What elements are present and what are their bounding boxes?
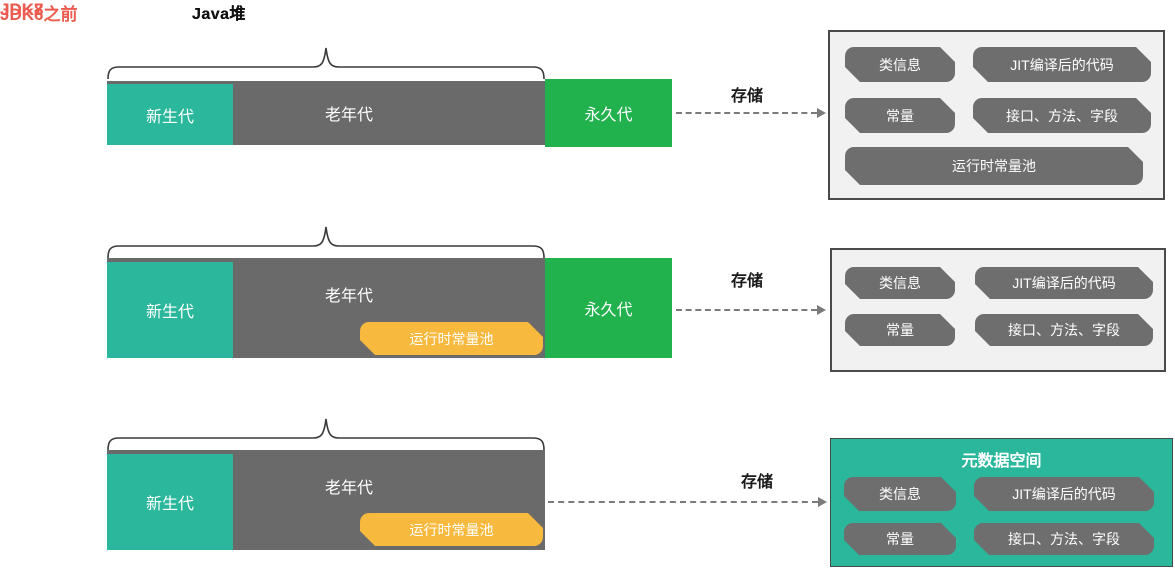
chip-jit-code: JIT编译后的代码 bbox=[973, 47, 1151, 82]
java-heap-title: Java堆 bbox=[191, 6, 247, 23]
heap-brace-icon bbox=[107, 418, 545, 450]
young-gen-label: 新生代 bbox=[145, 304, 194, 321]
chip-interfaces-methods-fields: 接口、方法、字段 bbox=[973, 98, 1151, 133]
store-arrow-head-icon bbox=[817, 108, 826, 118]
old-gen-segment: 新生代 老年代 运行时常量池 bbox=[107, 258, 545, 358]
jdk8-version-label: JDK8 bbox=[0, 0, 44, 19]
young-gen-label: 新生代 bbox=[145, 496, 194, 513]
heap-brace-icon bbox=[107, 47, 545, 79]
perm-gen-segment: 永久代 bbox=[545, 258, 672, 358]
old-gen-segment: 新生代 老年代 bbox=[107, 81, 545, 145]
chip-class-info: 类信息 bbox=[844, 477, 956, 511]
old-gen-label: 老年代 bbox=[324, 107, 373, 124]
perm-gen-label: 永久代 bbox=[584, 107, 633, 124]
chip-interfaces-methods-fields: 接口、方法、字段 bbox=[974, 523, 1154, 555]
chip-constants: 常量 bbox=[845, 98, 955, 133]
young-gen-segment: 新生代 bbox=[107, 262, 233, 358]
jdk6-version-label: JDK6之前 bbox=[0, 5, 78, 24]
runtime-constant-pool-in-heap: 运行时常量池 bbox=[360, 513, 543, 546]
store-arrow-line bbox=[676, 112, 817, 114]
old-gen-label: 老年代 bbox=[324, 480, 373, 497]
chip-interfaces-methods-fields: 接口、方法、字段 bbox=[975, 314, 1153, 346]
metaspace-panel: 元数据空间 类信息 JIT编译后的代码 常量 接口、方法、字段 bbox=[830, 438, 1173, 567]
store-arrow-line bbox=[676, 309, 817, 311]
store-arrow-head-icon bbox=[818, 497, 827, 507]
store-arrow-head-icon bbox=[817, 305, 826, 315]
young-gen-segment: 新生代 bbox=[107, 454, 233, 550]
young-gen-segment: 新生代 bbox=[107, 84, 233, 145]
perm-gen-label: 永久代 bbox=[584, 302, 633, 319]
store-arrow-label: 存储 bbox=[730, 88, 763, 105]
old-gen-label: 老年代 bbox=[324, 288, 373, 305]
java-heap-title: Java堆 bbox=[191, 6, 247, 23]
store-arrow-line bbox=[548, 501, 818, 503]
java-heap-title: Java堆 bbox=[191, 6, 247, 23]
chip-jit-code: JIT编译后的代码 bbox=[975, 267, 1153, 299]
jdk7-version-label: JDK7 bbox=[0, 0, 44, 19]
chip-constants: 常量 bbox=[845, 314, 955, 346]
metaspace-title: 元数据空间 bbox=[961, 453, 1042, 470]
chip-jit-code: JIT编译后的代码 bbox=[974, 477, 1154, 511]
young-gen-label: 新生代 bbox=[145, 108, 194, 126]
heap-brace-icon bbox=[107, 226, 545, 258]
chip-class-info: 类信息 bbox=[845, 47, 955, 82]
method-area-panel-jdk7: 类信息 JIT编译后的代码 常量 接口、方法、字段 bbox=[830, 248, 1166, 372]
chip-class-info: 类信息 bbox=[845, 267, 955, 299]
method-area-panel-jdk6: 类信息 JIT编译后的代码 常量 接口、方法、字段 运行时常量池 bbox=[828, 30, 1165, 200]
old-gen-segment: 新生代 老年代 运行时常量池 bbox=[107, 450, 545, 550]
chip-runtime-constant-pool: 运行时常量池 bbox=[845, 147, 1143, 185]
chip-constants: 常量 bbox=[844, 523, 956, 555]
runtime-constant-pool-in-heap: 运行时常量池 bbox=[360, 322, 543, 355]
perm-gen-segment: 永久代 bbox=[545, 79, 672, 147]
store-arrow-label: 存储 bbox=[740, 474, 773, 491]
store-arrow-label: 存储 bbox=[730, 273, 763, 290]
